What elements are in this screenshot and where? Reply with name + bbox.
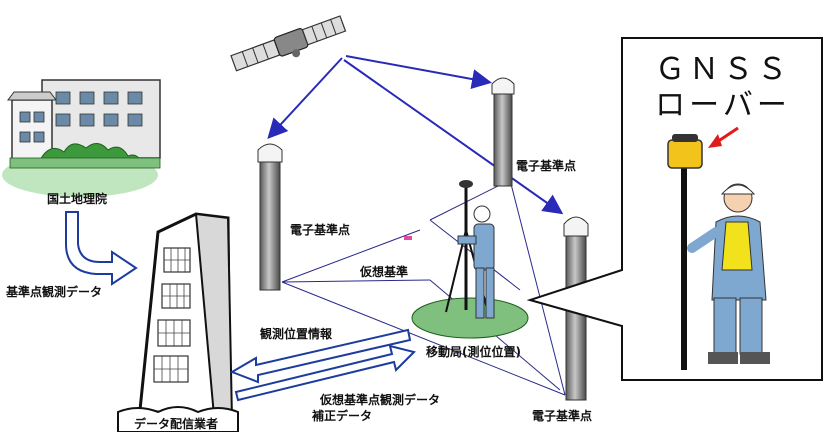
- distributor-building-icon: [117, 212, 239, 432]
- callout-line-rover: ローバー: [655, 88, 791, 123]
- label-reference-data: 基準点観測データ: [5, 284, 102, 299]
- label-virtual-ref-point: 仮想基準: [359, 264, 408, 279]
- label-cors-right-top: 電子基準点: [516, 158, 576, 173]
- flow-arrow-position-info: [229, 328, 412, 384]
- label-gsi: 国土地理院: [47, 191, 107, 206]
- label-correction-data: 補正データ: [311, 408, 372, 423]
- label-cors-bottom: 電子基準点: [532, 408, 592, 423]
- label-observed-position: 観測位置情報: [260, 326, 333, 341]
- cors-pillar-left-icon: [257, 143, 283, 291]
- callout-line-gnss: ＧＮＳＳ: [655, 52, 791, 87]
- satellite-signals: [267, 55, 564, 215]
- satellite-icon: [230, 15, 347, 72]
- flow-arrow-gsi-to-distributor: [65, 211, 138, 286]
- rover-surveyor-icon: [411, 180, 529, 339]
- label-cors-left: 電子基準点: [290, 222, 350, 237]
- callout-title: ＧＮＳＳ ローバー: [628, 52, 818, 124]
- red-pointer-arrow-icon: [708, 126, 739, 148]
- label-rover-station: 移動局(測位位置): [426, 344, 521, 359]
- gsi-building-icon: [2, 79, 161, 197]
- label-virtual-ref-data: 仮想基準点観測データ: [319, 392, 440, 407]
- network-lines: [281, 179, 566, 396]
- label-distributor: データ配信業者: [134, 416, 218, 431]
- gnss-rover-figure-icon: [667, 134, 770, 370]
- cors-pillar-right-top-icon: [491, 77, 515, 187]
- cors-pillar-bottom-icon: [563, 216, 589, 401]
- flow-arrow-correction-data: [234, 344, 416, 402]
- virtual-point-marker: [404, 236, 412, 240]
